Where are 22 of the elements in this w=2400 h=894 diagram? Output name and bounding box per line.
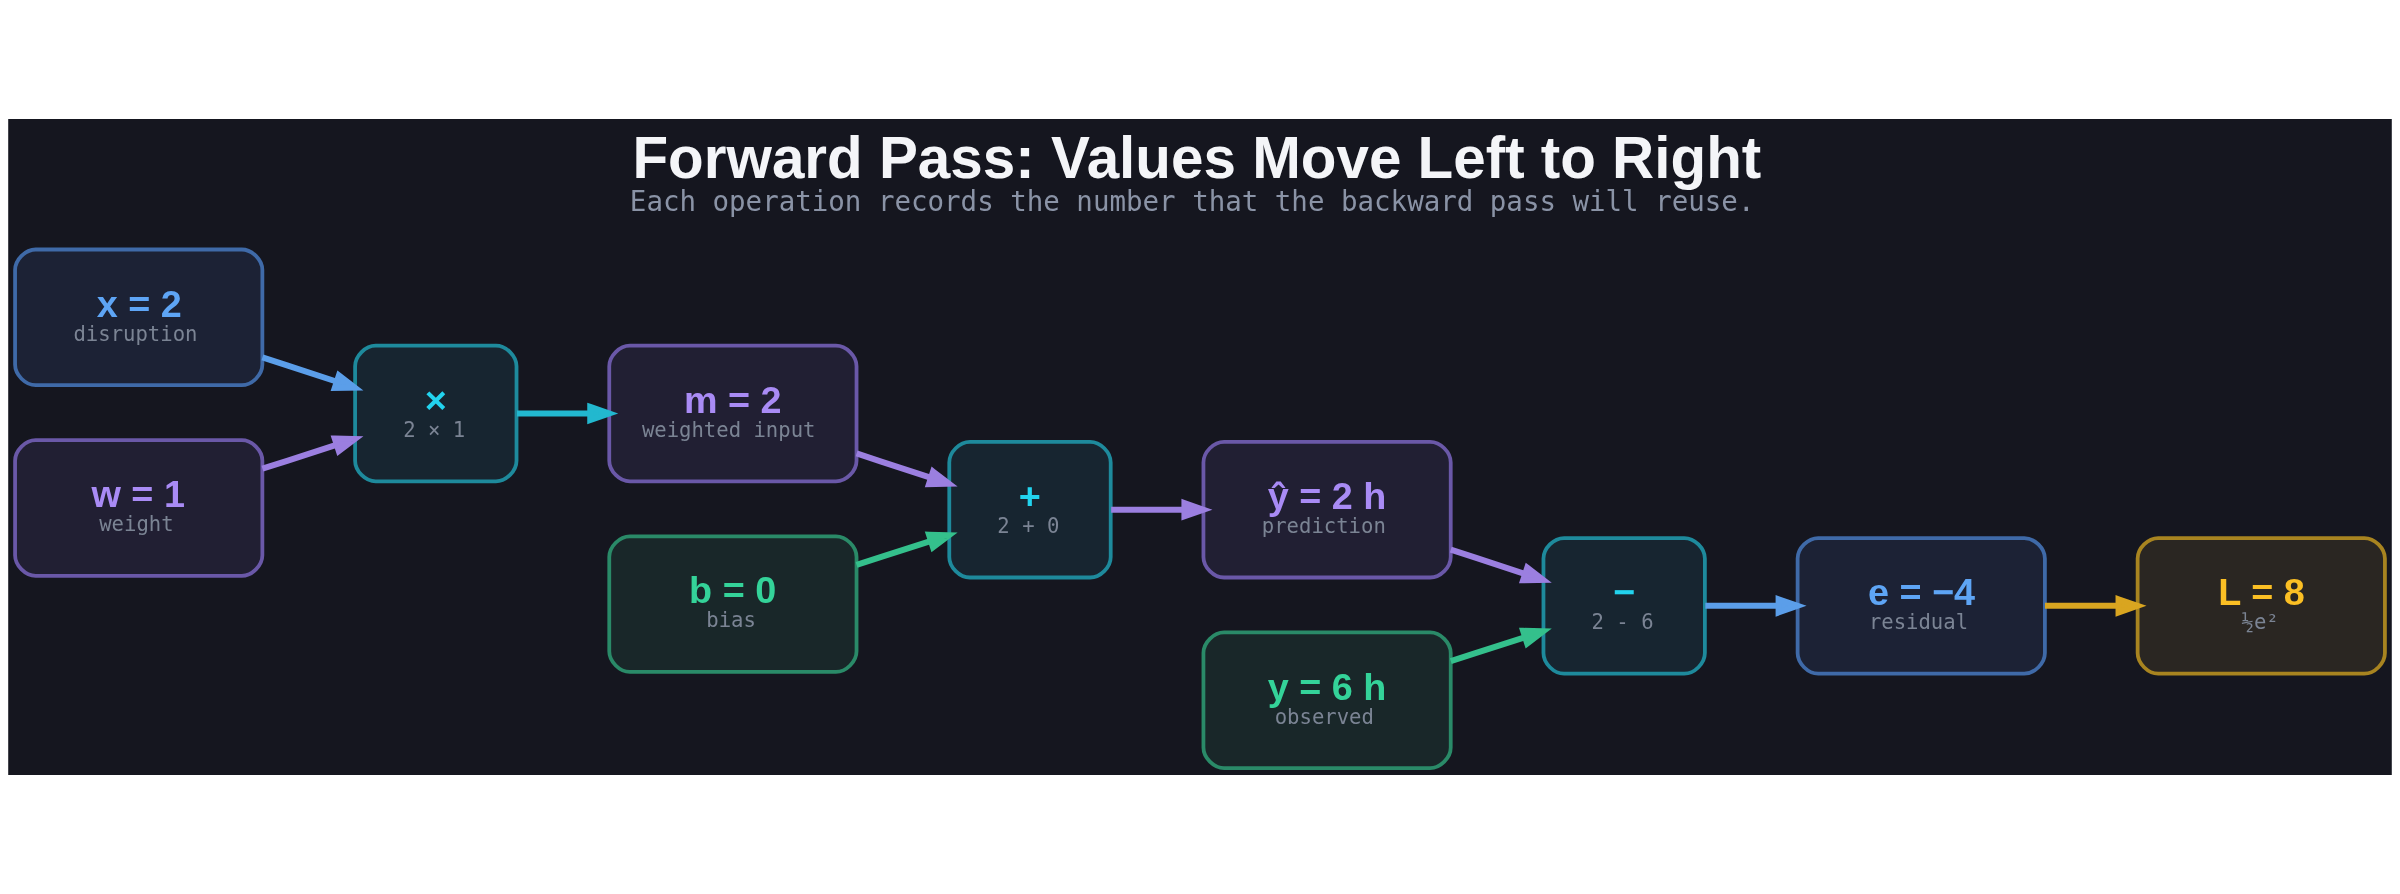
node-box: x = 2 disruption bbox=[13, 247, 265, 388]
arrow bbox=[261, 435, 364, 472]
arrow bbox=[1705, 595, 1807, 617]
arrow bbox=[855, 531, 958, 568]
node-box: L = 8 ½e² bbox=[2135, 536, 2387, 676]
node-box: w = 1 weight bbox=[13, 438, 265, 578]
node-box: ŷ = 2 h prediction bbox=[1201, 439, 1453, 580]
arrow bbox=[1449, 546, 1552, 584]
node-box: + 2 + 0 bbox=[947, 439, 1113, 580]
arrow bbox=[517, 402, 619, 425]
diagram-title: Forward Pass: Values Move Left to Right bbox=[632, 124, 1762, 190]
node-box: y = 6 h observed bbox=[1201, 630, 1453, 770]
node-box: m = 2 weighted input bbox=[607, 343, 859, 484]
node-box: × 2 × 1 bbox=[353, 343, 519, 484]
arrow bbox=[1449, 627, 1552, 664]
node-box: b = 0 bias bbox=[607, 534, 859, 674]
node-box: e = −4 residual bbox=[1795, 536, 2047, 676]
node-box: − 2 - 6 bbox=[1541, 536, 1707, 676]
arrow bbox=[1111, 498, 1213, 521]
arrow bbox=[2044, 595, 2147, 617]
arrow bbox=[261, 354, 364, 392]
arrow bbox=[855, 450, 958, 488]
